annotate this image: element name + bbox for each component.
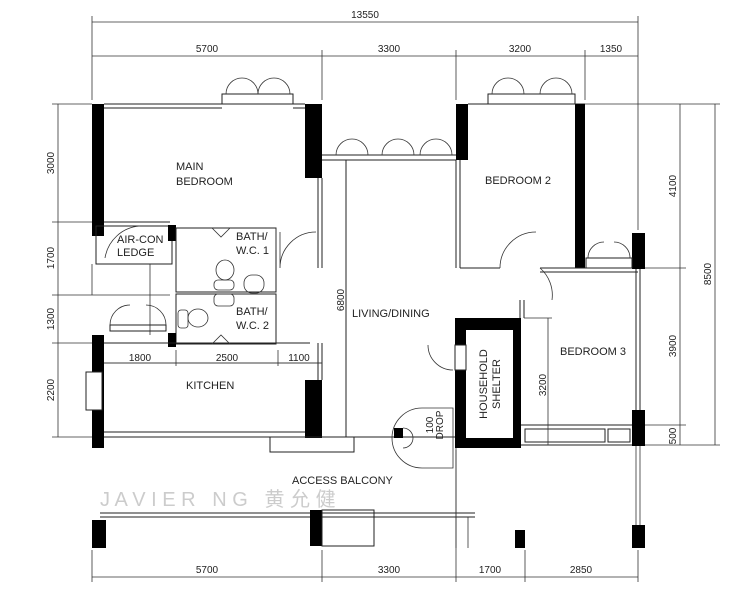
dimension-right: 4100 3900 500 8500	[585, 103, 720, 446]
dim-top-4: 1350	[600, 44, 623, 55]
household-shelter-walls	[454, 318, 521, 448]
dim-kitchen-3: 1100	[288, 353, 310, 364]
dimension-left: 3000 1700 1300 2200	[46, 103, 170, 438]
dim-bottom-4: 2850	[570, 565, 593, 576]
label-household-shelter-1: HOUSEHOLD	[478, 349, 490, 419]
label-bath1-2: W.C. 1	[236, 245, 269, 257]
dim-left-3: 1300	[46, 307, 57, 330]
dimension-inner: 6800 3200 100 DROP	[336, 288, 549, 439]
dim-drop-value: 100	[425, 416, 436, 433]
label-bath2-1: BATH/	[236, 306, 269, 318]
watermark: J A V I E R N G 黄 允 健	[100, 488, 336, 511]
dim-right-1: 4100	[668, 174, 679, 197]
dim-bottom-1: 5700	[196, 565, 219, 576]
dimension-bottom: 5700 3300 1700 2850	[91, 450, 639, 582]
dim-drop-label: DROP	[435, 410, 446, 439]
label-access-balcony: ACCESS BALCONY	[292, 475, 394, 487]
fixtures	[177, 227, 265, 345]
label-main-bedroom-2: BEDROOM	[176, 176, 233, 188]
dimension-top: 5700 3300 3200 1350	[92, 44, 638, 100]
dim-kitchen-1: 1800	[129, 353, 152, 364]
dim-top-2: 3300	[378, 44, 401, 55]
label-bedroom-3: BEDROOM 3	[560, 346, 626, 358]
dim-left-1: 3000	[46, 151, 57, 174]
label-aircon-ledge-2: LEDGE	[117, 247, 154, 259]
dim-left-2: 1700	[46, 246, 57, 269]
label-bath1-1: BATH/	[236, 231, 269, 243]
dim-bottom-3: 1700	[479, 565, 502, 576]
label-aircon-ledge-1: AIR-CON	[117, 234, 164, 246]
dim-right-2: 3900	[668, 334, 679, 357]
label-living-dining: LIVING/DINING	[352, 308, 430, 320]
dim-overall-depth: 8500	[703, 262, 714, 285]
dimension-top-overall: 13550	[91, 10, 639, 230]
label-bath2-2: W.C. 2	[236, 320, 269, 332]
dim-bedroom3-depth: 3200	[538, 373, 549, 396]
dim-top-1: 5700	[196, 44, 219, 55]
dimension-kitchen: 1800 2500 1100	[104, 350, 322, 366]
dim-left-4: 2200	[46, 378, 57, 401]
label-main-bedroom-1: MAIN	[176, 161, 204, 173]
dim-top-3: 3200	[509, 44, 532, 55]
walls	[85, 103, 645, 548]
dim-overall-width: 13550	[351, 10, 379, 21]
dim-living-depth: 6800	[336, 288, 347, 311]
windows	[109, 77, 633, 332]
label-bedroom-2: BEDROOM 2	[485, 175, 551, 187]
doors	[104, 225, 553, 469]
label-household-shelter-2: SHELTER	[491, 359, 503, 409]
label-kitchen: KITCHEN	[186, 380, 234, 392]
dim-right-3: 500	[668, 427, 679, 444]
dim-bottom-2: 3300	[378, 565, 401, 576]
dim-kitchen-2: 2500	[216, 353, 239, 364]
room-labels: MAIN BEDROOM BEDROOM 2 BEDROOM 3 AIR-CON…	[117, 161, 626, 487]
